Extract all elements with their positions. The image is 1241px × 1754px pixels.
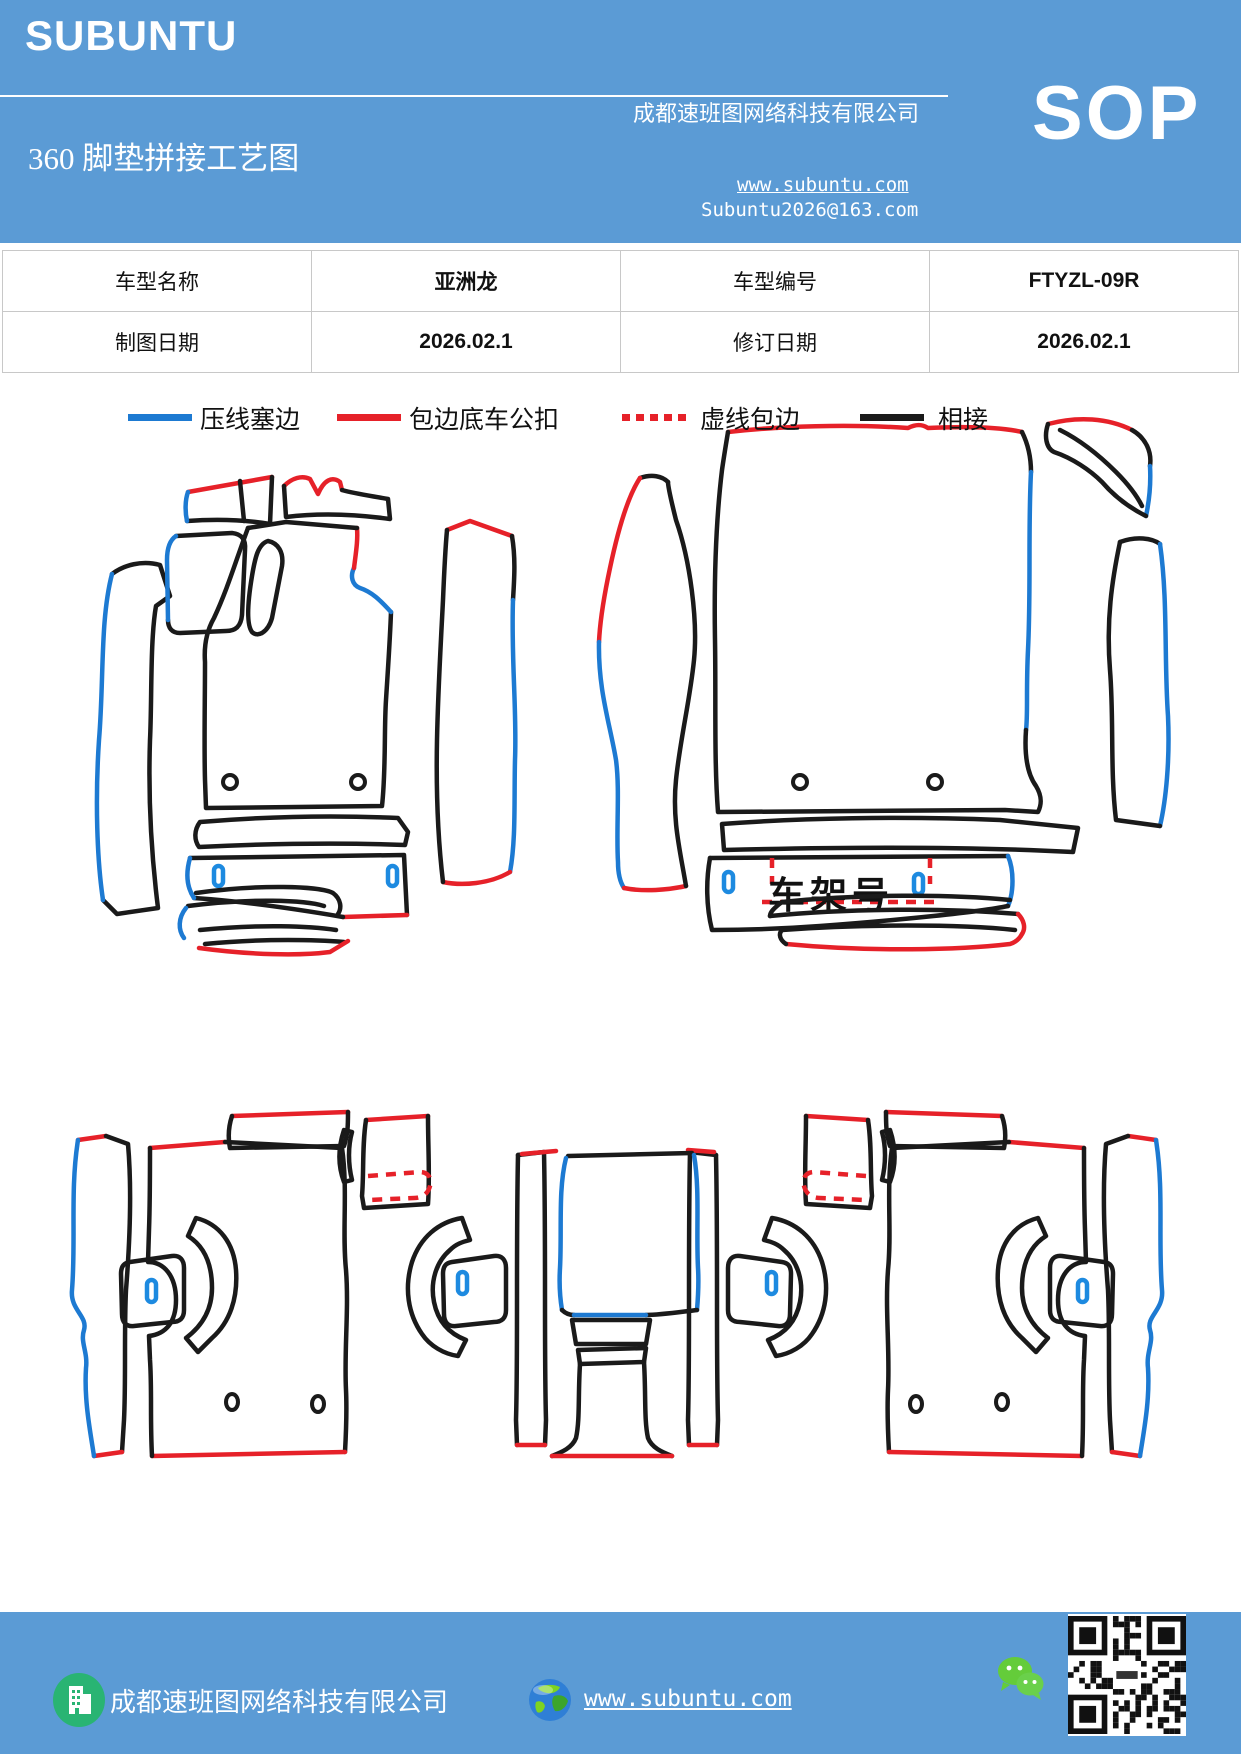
footer-company-name: 成都速班图网络科技有限公司	[110, 1688, 449, 1717]
header-company-name: 成都速班图网络科技有限公司	[633, 101, 920, 126]
vin-dashed-mark	[762, 858, 940, 905]
piece-outer-crescent-cluster	[118, 1215, 239, 1355]
legend-swatch-red-dashed	[622, 414, 686, 421]
piece-rear-mat	[145, 1139, 350, 1459]
model-code-label: 车型编号	[620, 250, 930, 312]
fix-slot	[385, 863, 400, 889]
mat-hole	[310, 1394, 326, 1414]
fix-slot	[144, 1277, 159, 1305]
piece-small-top	[337, 1113, 433, 1211]
piece-slot-strip-vin: 车架号	[704, 853, 1015, 933]
piece-cross-strip	[193, 814, 411, 850]
brand-logo-text: SUBUNTU	[25, 12, 238, 59]
mat-hole	[349, 773, 367, 791]
table-row: 制图日期 2026.02.1 修订日期 2026.02.1	[2, 311, 1239, 373]
piece-tall-leaf	[434, 518, 518, 887]
fix-slot	[721, 869, 736, 895]
header-email: Subuntu2026@163.com	[701, 199, 919, 221]
building-icon	[53, 1673, 105, 1727]
legend-swatch-black-solid	[860, 414, 924, 421]
model-name-value: 亚洲龙	[311, 250, 621, 312]
fix-slot	[211, 863, 226, 889]
fix-slot	[911, 871, 926, 897]
header-band: SUBUNTU 360 脚垫拼接工艺图 成都速班图网络科技有限公司 SOP ww…	[0, 0, 1241, 243]
legend-label: 压线塞边	[200, 407, 301, 434]
piece-outer-strip	[69, 1133, 133, 1459]
header-divider-line	[0, 95, 948, 97]
legend-swatch-blue-solid	[128, 414, 192, 421]
piece-top-flap-1	[183, 474, 275, 527]
mat-hole	[221, 773, 239, 791]
piece-slot-strip-left	[185, 852, 410, 920]
draw-date-label: 制图日期	[2, 311, 312, 373]
legend-swatch-red-solid	[337, 414, 401, 421]
mat-hole	[791, 773, 809, 791]
piece-main-mat-right	[712, 422, 1043, 815]
page-title: 360 脚垫拼接工艺图	[28, 141, 300, 176]
sop-label: SOP	[1032, 71, 1202, 156]
line-legend: 压线塞边 包边底车公扣 虚线包边 相接	[0, 398, 1241, 438]
model-code-value: FTYZL-09R	[929, 250, 1239, 312]
revise-date-label: 修订日期	[620, 311, 930, 373]
wechat-icon	[998, 1657, 1044, 1700]
rear-mat-right-half	[688, 1112, 1162, 1456]
legend-label: 虚线包边	[700, 407, 801, 434]
piece-top-flap-2	[281, 475, 393, 522]
piece-wide-top	[226, 1109, 351, 1151]
table-row: 车型名称 亚洲龙 车型编号 FTYZL-09R	[2, 250, 1239, 312]
front-mat-right-drawing: 车架号	[596, 416, 1171, 952]
draw-date-value: 2026.02.1	[311, 311, 621, 373]
legend-label: 包边底车公扣	[409, 407, 560, 434]
fix-slot	[455, 1269, 470, 1297]
mat-hole	[224, 1392, 240, 1412]
piece-corner-flap	[1043, 416, 1153, 519]
vehicle-info-table: 车型名称 亚洲龙 车型编号 FTYZL-09R 制图日期 2026.02.1 修…	[2, 250, 1239, 373]
header-website-link[interactable]: www.subuntu.com	[737, 174, 909, 196]
piece-cross-strip	[719, 815, 1081, 855]
rear-mat-left-half	[69, 1109, 549, 1459]
dashed-edge-mark	[367, 1169, 433, 1203]
piece-plank	[513, 1149, 549, 1448]
piece-side-strip	[596, 473, 698, 893]
revise-date-value: 2026.02.1	[929, 311, 1239, 373]
piece-right-strip	[1106, 536, 1171, 829]
piece-heel-stack-right	[767, 893, 1027, 952]
piece-center-tunnel	[519, 1147, 717, 1459]
front-mat-left-drawing	[94, 474, 518, 957]
piece-teardrop	[246, 538, 285, 637]
globe-icon	[529, 1679, 571, 1721]
legend-label: 相接	[938, 407, 989, 434]
piece-left-strip	[94, 560, 173, 917]
model-name-label: 车型名称	[2, 250, 312, 312]
footer-website-link[interactable]: www.subuntu.com	[584, 1686, 792, 1712]
qr-code	[1068, 1614, 1186, 1736]
piece-small-square	[164, 530, 248, 636]
piece-heel-stack-left	[177, 884, 351, 957]
piece-main-mat-left	[202, 519, 394, 811]
piece-inner-crescent-cluster	[405, 1215, 509, 1359]
mat-hole	[926, 773, 944, 791]
